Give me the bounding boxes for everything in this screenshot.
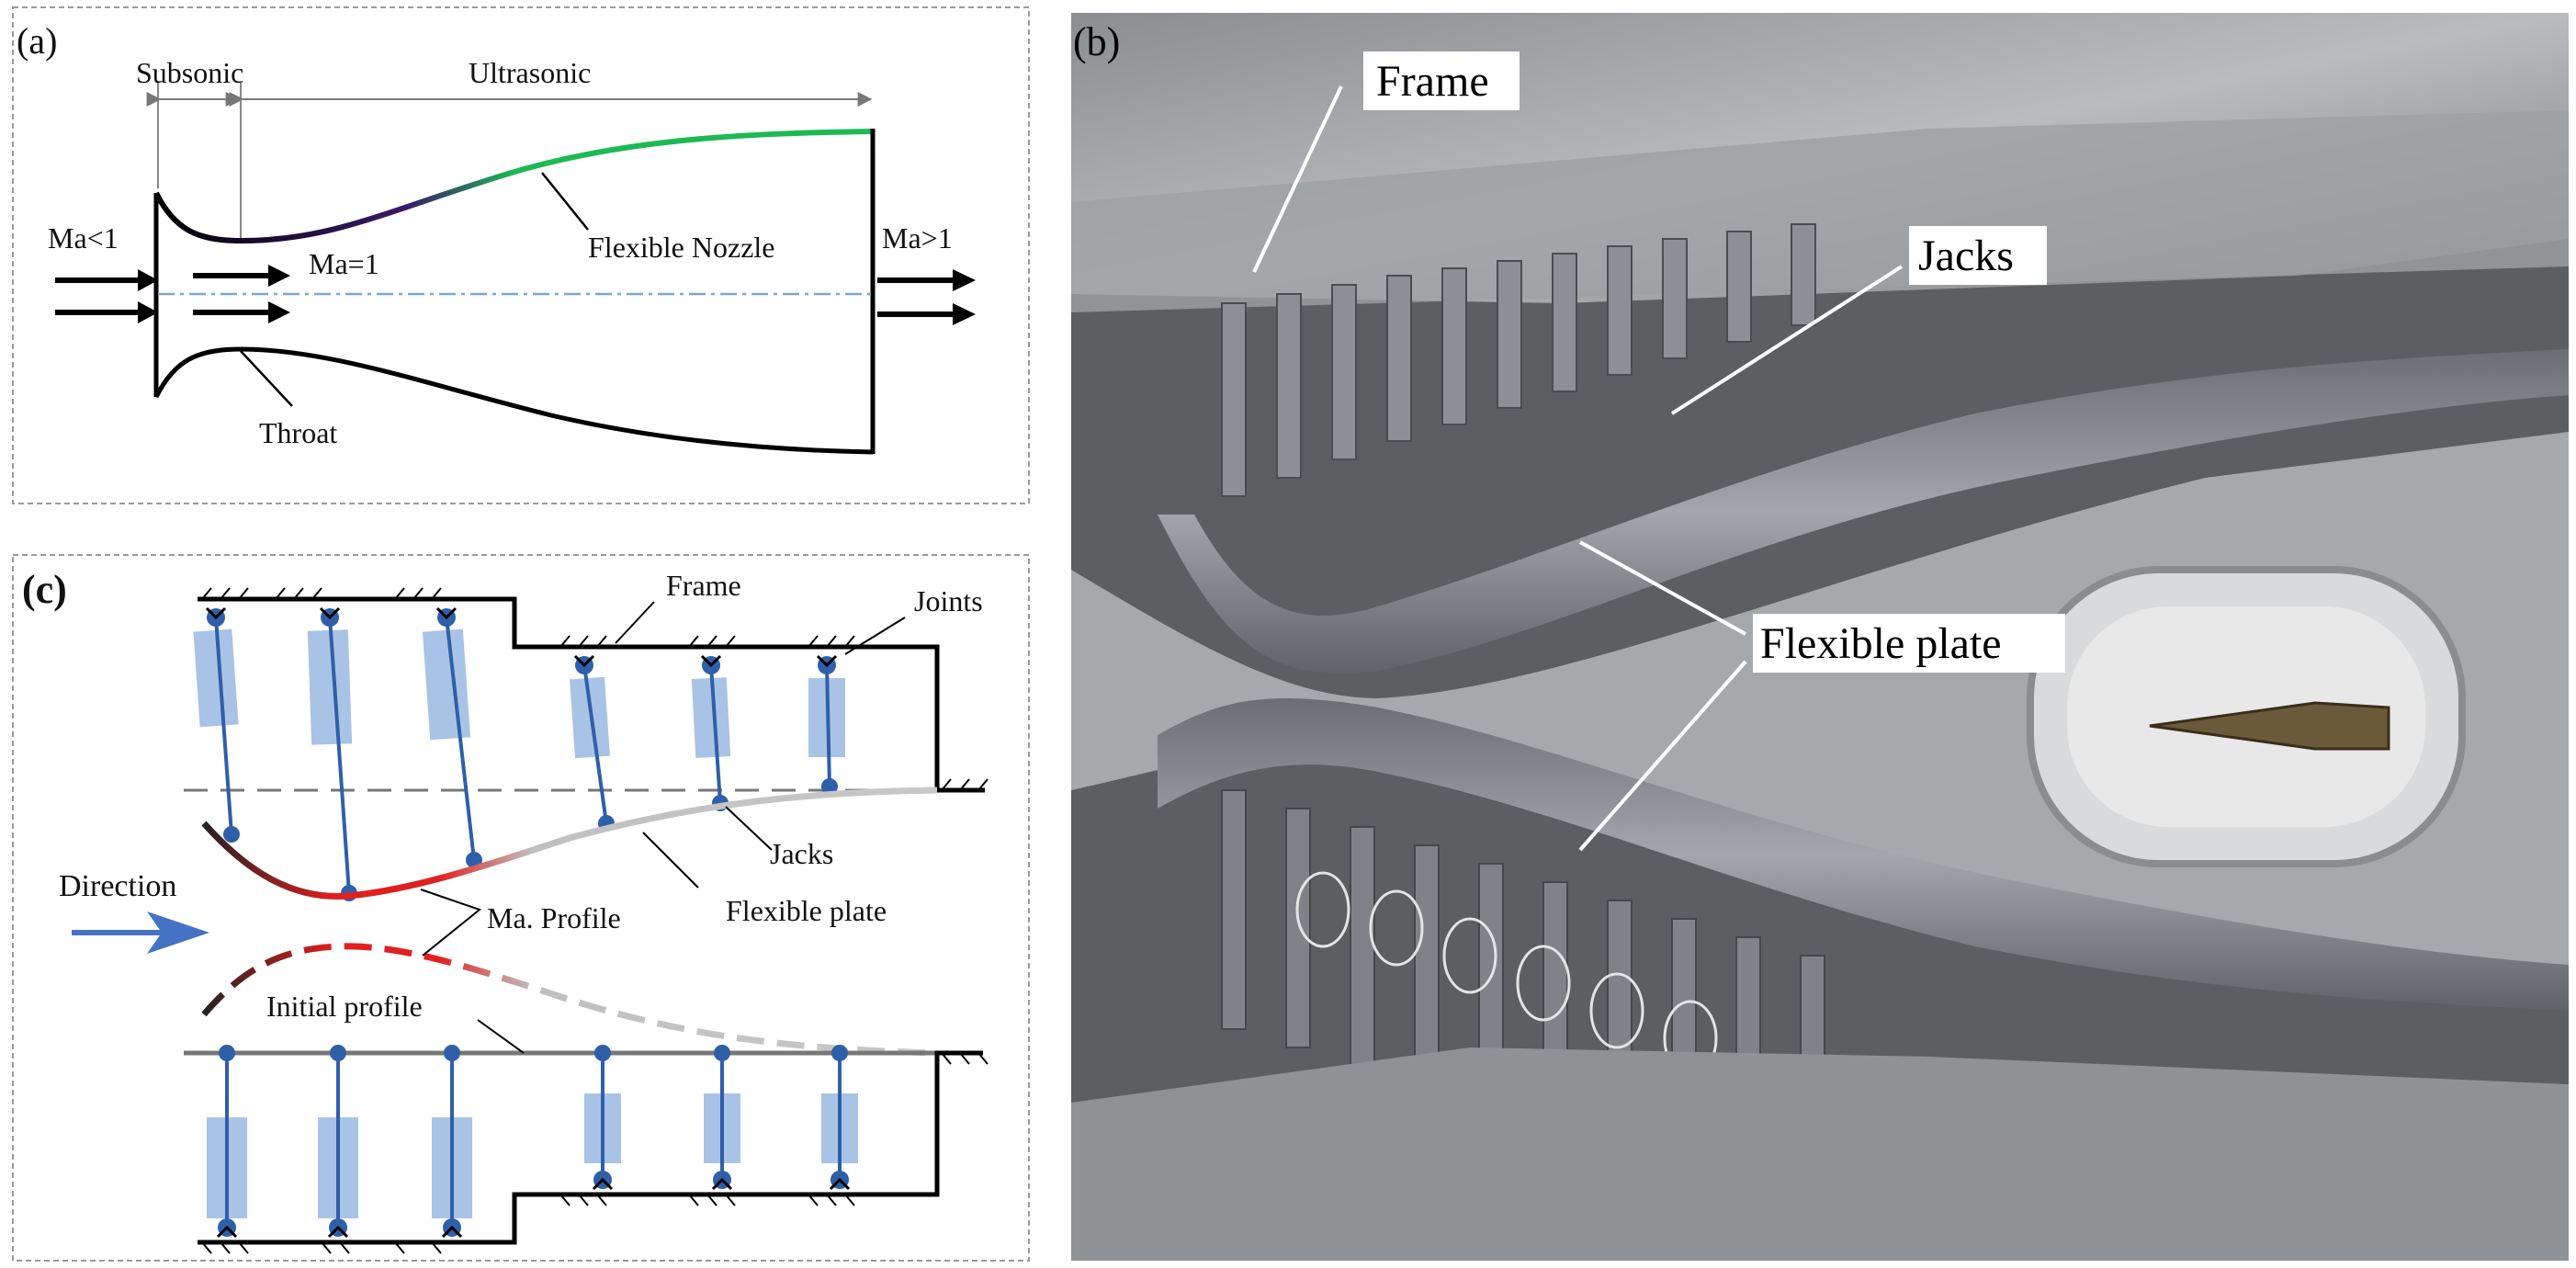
jack-rod — [328, 617, 351, 894]
panel-b-tag: (b) — [1073, 19, 1120, 64]
lower-frame-hatching — [201, 1052, 989, 1254]
jack-rod — [825, 664, 831, 787]
jack-joint — [444, 1045, 460, 1061]
panel-a-tag: (a) — [17, 20, 57, 62]
throat-flow-arrows — [193, 265, 290, 323]
jack-cylinder — [307, 629, 353, 745]
probe — [2149, 701, 2390, 751]
jacks-label-box — [1909, 226, 2047, 285]
panel-b: (b) Frame Jacks Flexible plate — [1071, 13, 2569, 1261]
jack-cylinder — [691, 677, 731, 758]
jack-joint — [821, 778, 838, 795]
panel-c-border — [12, 554, 1030, 1262]
frame-label-box — [1363, 51, 1520, 110]
ma-profile-label: Ma. Profile — [487, 901, 621, 934]
lower-frame-housing — [1071, 1047, 2569, 1261]
frame-label: Frame — [666, 569, 741, 602]
frame-label-b: Frame — [1376, 57, 1489, 106]
flexible-plate-label: Flexible plate — [726, 894, 887, 927]
jack-cylinder — [422, 628, 471, 741]
lower-jacks — [207, 1045, 858, 1239]
flexible-plate-label-box — [1753, 614, 2065, 673]
jack-rod — [214, 617, 233, 835]
ma-inlet-label: Ma<1 — [48, 221, 119, 255]
cables — [1295, 871, 1718, 1077]
jacks-label: Jacks — [770, 837, 833, 870]
upper-jack-array — [1221, 223, 1816, 497]
jacks-label-b: Jacks — [1918, 232, 2014, 280]
jacks-leader — [725, 806, 773, 851]
upper-frame-hatching — [201, 587, 989, 791]
jack-joint — [714, 1045, 730, 1061]
throat-leader — [240, 350, 293, 407]
ma-profile-leader — [420, 889, 482, 957]
panel-c-tag: (c) — [22, 567, 67, 612]
jack-joint — [831, 1045, 848, 1061]
upper-jacks — [193, 606, 845, 901]
plate-leader-upper — [1579, 540, 1746, 636]
jack-joint — [223, 826, 240, 843]
flexible-nozzle-leader — [541, 172, 589, 231]
flexible-plate-leader — [642, 832, 699, 889]
jack-cylinder — [193, 628, 239, 728]
plate-leader-lower — [1578, 660, 1747, 852]
panel-a: (a) Subsonic Ultrasonic — [12, 6, 1030, 504]
ultrasonic-label: Ultrasonic — [469, 56, 591, 89]
throat-label: Throat — [259, 416, 337, 449]
initial-profile-leader — [477, 1019, 525, 1054]
jack-rod — [445, 617, 476, 861]
direction-arrow — [72, 911, 209, 954]
nozzle-lower-wall — [153, 346, 874, 455]
joints-leader — [844, 617, 906, 655]
initial-profile-label: Initial profile — [266, 990, 423, 1023]
inlet-flow-arrows — [55, 269, 158, 323]
subsonic-label: Subsonic — [136, 56, 243, 89]
panel-a-border — [12, 6, 1030, 504]
outlet-flow-arrows — [877, 269, 976, 325]
ma-throat-label: Ma=1 — [309, 247, 379, 280]
flexible-plate-label-b: Flexible plate — [1760, 619, 2002, 668]
flexible-nozzle-label: Flexible Nozzle — [588, 231, 774, 264]
ma-outlet-label: Ma>1 — [882, 221, 953, 255]
ma-profile-dashed — [201, 943, 938, 1057]
jack-joint — [594, 1045, 611, 1061]
jacks-leader-b — [1670, 265, 1904, 415]
nozzle-upper-wall — [153, 129, 874, 244]
direction-label: Direction — [59, 869, 176, 903]
joints-label: Joints — [914, 584, 983, 617]
lower-flexible-plate-photo — [1158, 698, 2569, 1011]
jack-rod — [709, 664, 722, 804]
frame-leader-b — [1252, 85, 1343, 273]
frame-leader — [615, 601, 655, 644]
jack-rod — [582, 664, 608, 824]
jack-joint — [330, 1045, 346, 1061]
jack-joint — [219, 1045, 235, 1061]
upper-flexible-plate — [201, 787, 938, 900]
panel-c: (c) — [12, 554, 1030, 1262]
upper-flexible-plate-photo — [1158, 349, 2569, 674]
